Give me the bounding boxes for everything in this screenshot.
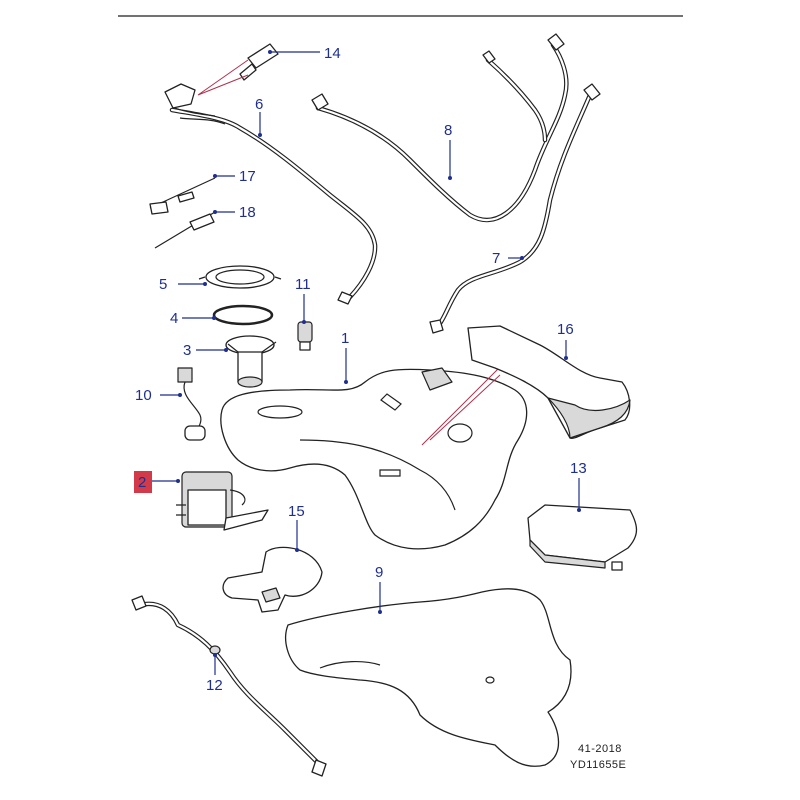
part-label-10[interactable]: 10 [135,387,152,404]
fuel-line-8 [311,33,569,223]
part-label-12[interactable]: 12 [206,677,223,694]
part-label-2[interactable]: 2 [138,474,146,491]
part-label-7[interactable]: 7 [492,250,500,267]
part-label-18[interactable]: 18 [239,204,256,221]
part-label-3[interactable]: 3 [183,342,191,359]
part-label-15[interactable]: 15 [288,503,305,520]
heat-shield-16 [467,325,631,439]
sender-unit-3 [225,335,277,388]
part-label-9[interactable]: 9 [375,564,383,581]
filler-pipe-12 [131,595,327,777]
part-label-14[interactable]: 14 [324,45,341,62]
fuel-tank-1 [220,364,528,550]
fuel-sender-15 [222,546,323,613]
drain-plug-11 [297,321,313,351]
part-labels: 14 6 8 17 18 7 5 11 4 16 1 3 10 13 2 15 … [135,45,587,694]
seal-ring-4 [212,304,274,326]
fuel-pump-module-2 [176,471,269,531]
underbody-shield-9 [285,588,572,767]
vapor-line-6 [169,107,378,305]
part-label-13[interactable]: 13 [570,460,587,477]
part-label-11[interactable]: 11 [295,276,311,293]
diagram-reference-id: YD11655E [570,759,626,771]
part-label-6[interactable]: 6 [255,96,263,113]
part-label-1[interactable]: 1 [341,330,349,347]
lock-ring-5 [198,265,282,289]
part-label-4[interactable]: 4 [170,310,178,327]
sensor-lead-18 [154,211,216,249]
quick-connector-14 [164,43,279,125]
cover-plate-13 [527,504,638,571]
wiring-harness-10 [177,367,206,441]
part-2-highlight [134,471,152,493]
part-label-8[interactable]: 8 [444,122,452,139]
fuel-line-7 [429,83,601,334]
sensor-lead-17 [149,177,216,215]
part-label-17[interactable]: 17 [239,168,256,185]
diagram-reference-code: 41-2018 [578,743,622,755]
part-label-16[interactable]: 16 [557,321,574,338]
leader-lines [152,50,581,675]
part-label-5[interactable]: 5 [159,276,167,293]
